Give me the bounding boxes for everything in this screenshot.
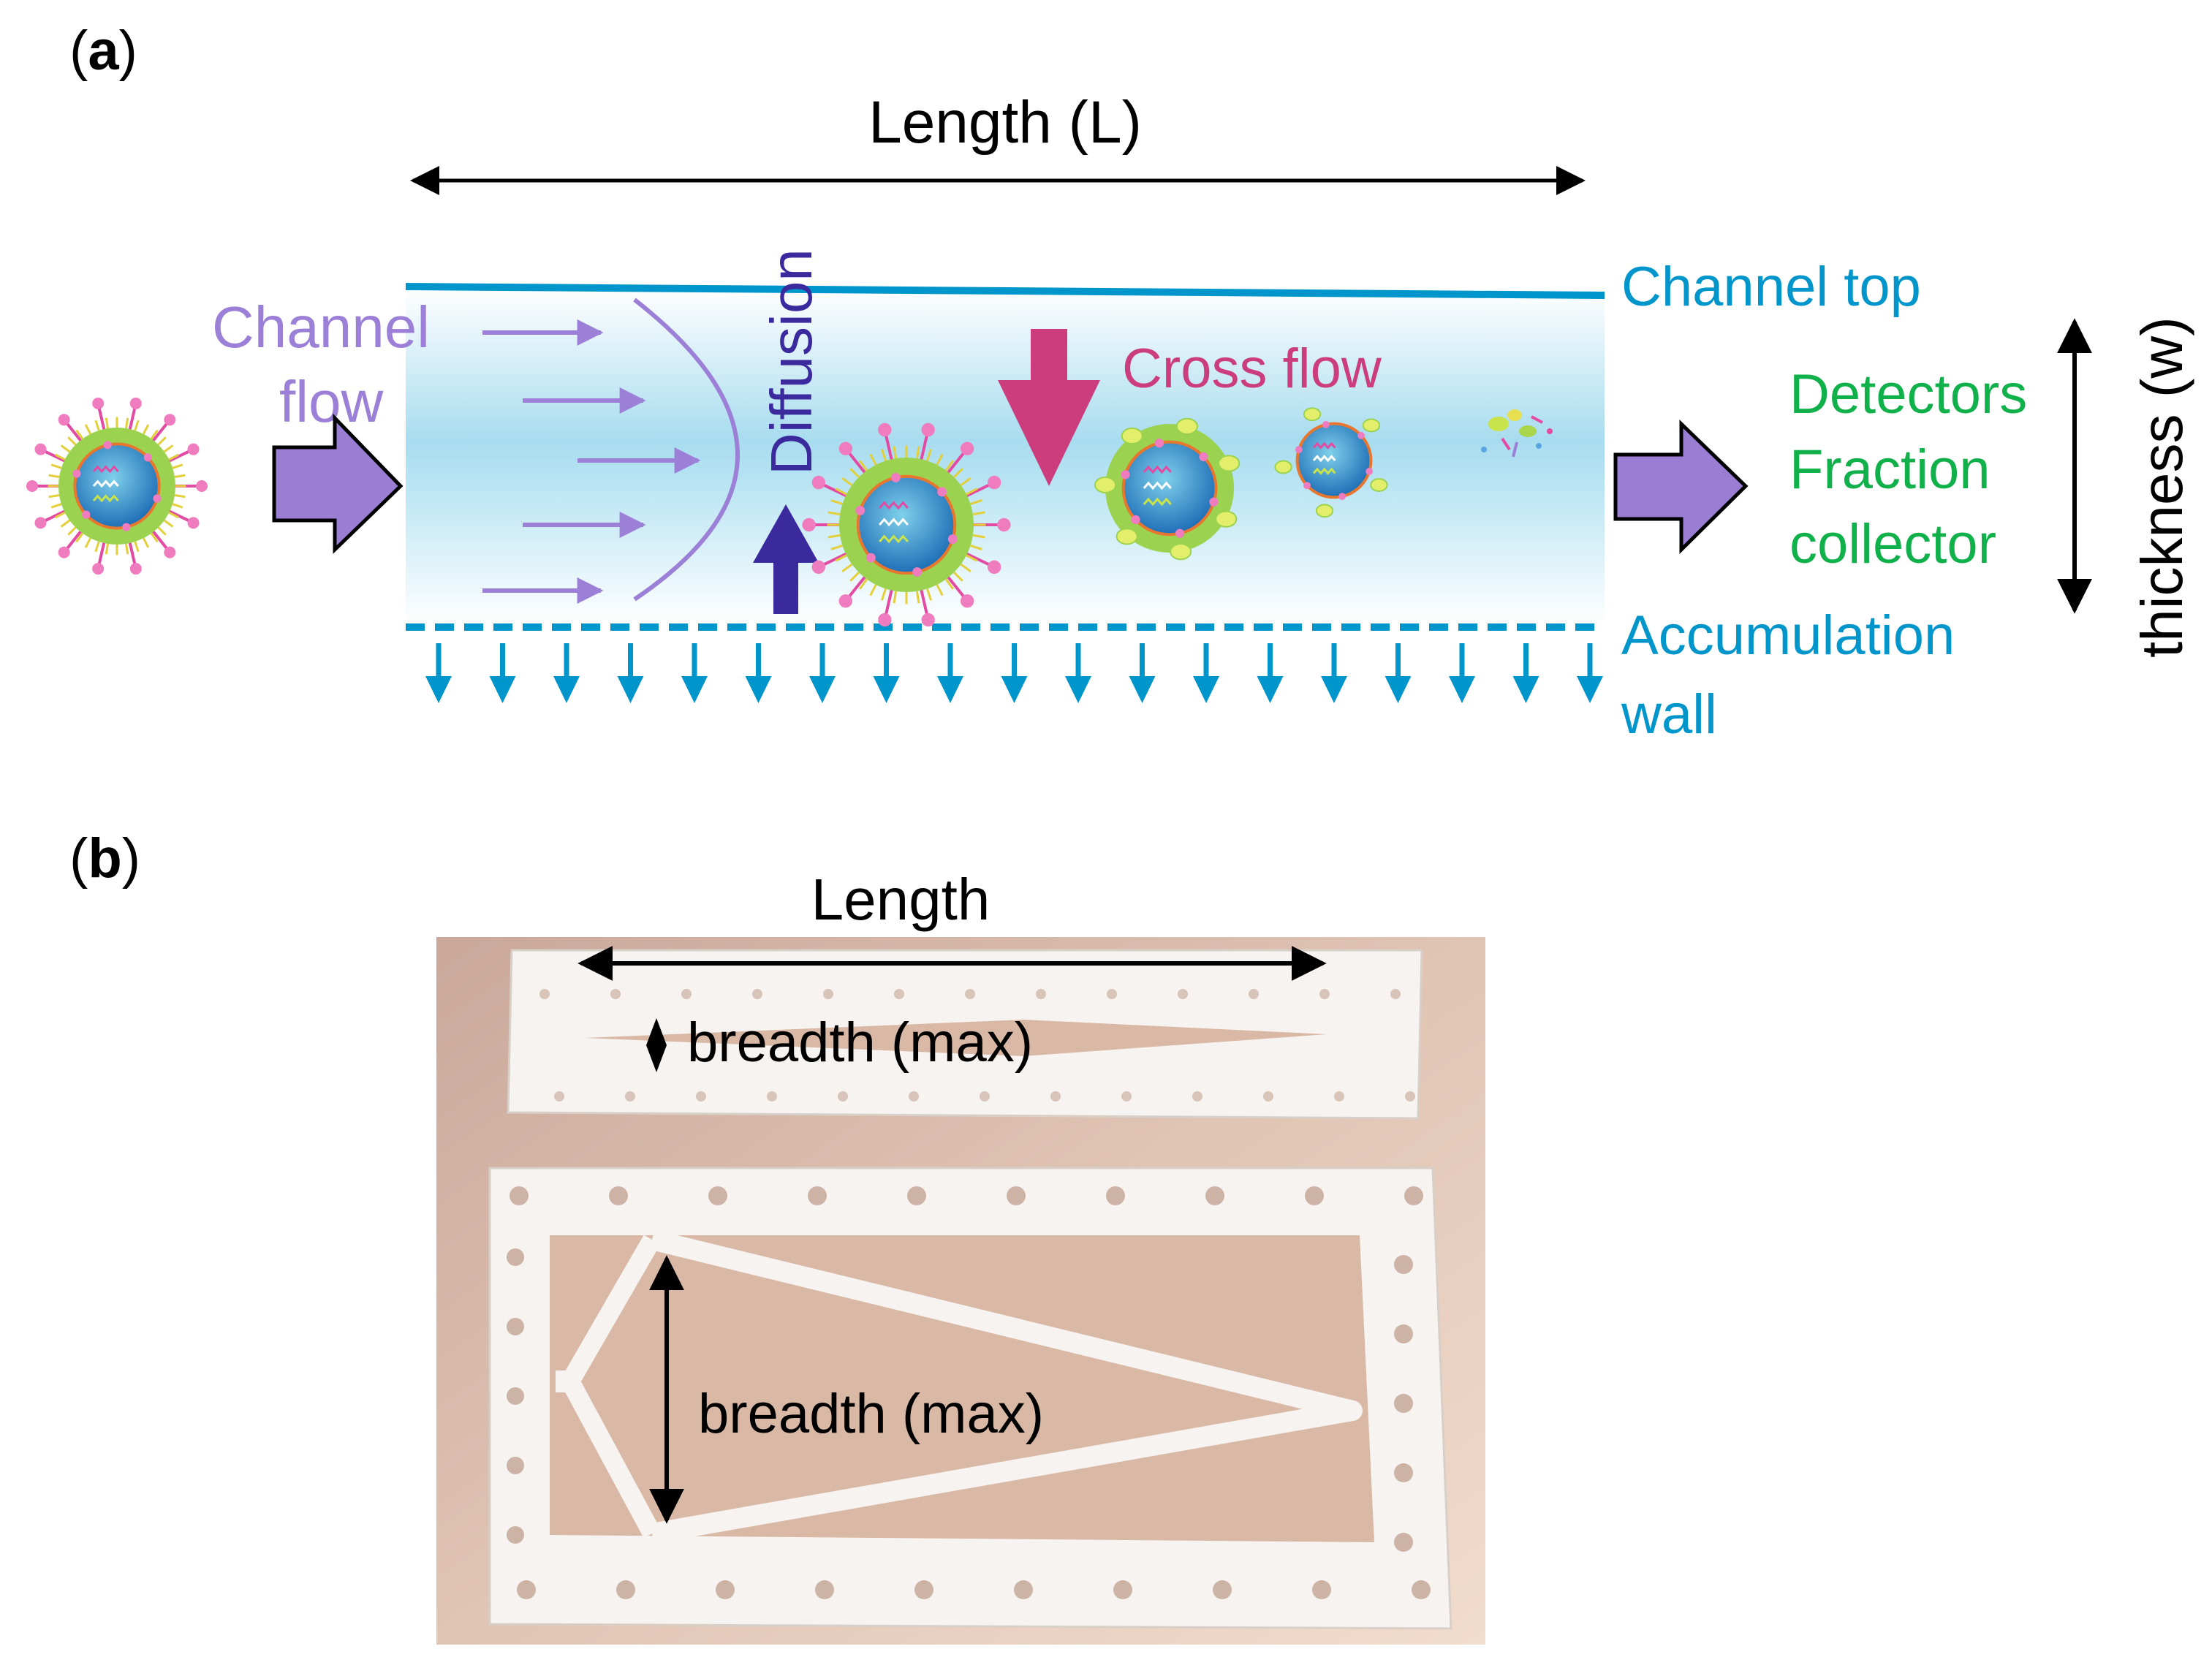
wall-flow-arrow — [489, 643, 516, 703]
wall-flow-arrow — [1449, 643, 1475, 703]
lower-breadth-label: breadth (max) — [698, 1383, 1044, 1445]
detectors-label: Detectors — [1789, 363, 2027, 425]
wall-flow-arrow — [745, 643, 772, 703]
panel-b-label: (b) — [69, 827, 140, 890]
wall-flow-arrow — [1129, 643, 1156, 703]
wall-flow-arrow — [1257, 643, 1284, 703]
cross-flow-label: Cross flow — [1122, 338, 1382, 400]
channel-body — [406, 289, 1605, 625]
wall-flow-arrow — [809, 643, 836, 703]
diffusion-label: Diffusion — [759, 249, 824, 475]
upper-breadth-label: breadth (max) — [687, 1012, 1033, 1074]
upper-breadth-marker — [646, 1018, 667, 1072]
wall-flow-arrow — [937, 643, 963, 703]
channel-top-line — [405, 283, 1605, 299]
collector-label: collector — [1789, 513, 1996, 575]
virus-particle-large — [26, 397, 208, 575]
thickness-label: thickness (w) — [2129, 316, 2194, 658]
fraction-label: Fraction — [1789, 439, 1991, 501]
diffusion-arrow — [753, 504, 819, 614]
wall-flow-arrow — [873, 643, 900, 703]
wall-flow-arrow — [1385, 643, 1412, 703]
cross-flow-arrow — [998, 329, 1100, 486]
virus-particle-shedding — [1094, 417, 1241, 561]
wall-label: wall — [1621, 683, 1717, 746]
wall-flow-arrow — [1065, 643, 1091, 703]
inlet-arrow — [272, 413, 404, 554]
accumulation-label: Accumulation — [1621, 604, 1955, 667]
channel-flow-label-1: Channel — [212, 295, 430, 360]
virus-particle-small — [1274, 407, 1388, 518]
parabolic-profile — [633, 297, 740, 602]
wall-flow-arrow — [1321, 643, 1347, 703]
panel-a-label: (a) — [69, 20, 137, 82]
channel-top-label: Channel top — [1621, 256, 1921, 318]
spacer-lower — [488, 1167, 1452, 1630]
wall-flow-arrow — [617, 643, 644, 703]
wall-flow-arrow — [1001, 643, 1028, 703]
panel-a: (a) Length (L) Channel top Accumulation … — [26, 20, 2194, 746]
channel-flow-label-2: flow — [279, 369, 383, 434]
wall-arrows — [425, 643, 1603, 703]
panel-b: (b) Length breadth (max) breadth (max) — [69, 827, 1485, 1645]
length-label: Length (L) — [868, 89, 1142, 156]
wall-flow-arrow — [425, 643, 452, 703]
fragment-particles — [1481, 409, 1553, 458]
virus-particle-medium — [802, 422, 1011, 627]
outlet-arrow — [1613, 420, 1749, 554]
wall-flow-arrow — [1512, 643, 1539, 703]
spacer-upper — [507, 949, 1423, 1120]
wall-flow-arrow — [1577, 643, 1603, 703]
wall-flow-arrow — [553, 643, 580, 703]
wall-flow-arrow — [1193, 643, 1219, 703]
wall-flow-arrow — [681, 643, 708, 703]
panel-b-length-label: Length — [811, 867, 991, 932]
